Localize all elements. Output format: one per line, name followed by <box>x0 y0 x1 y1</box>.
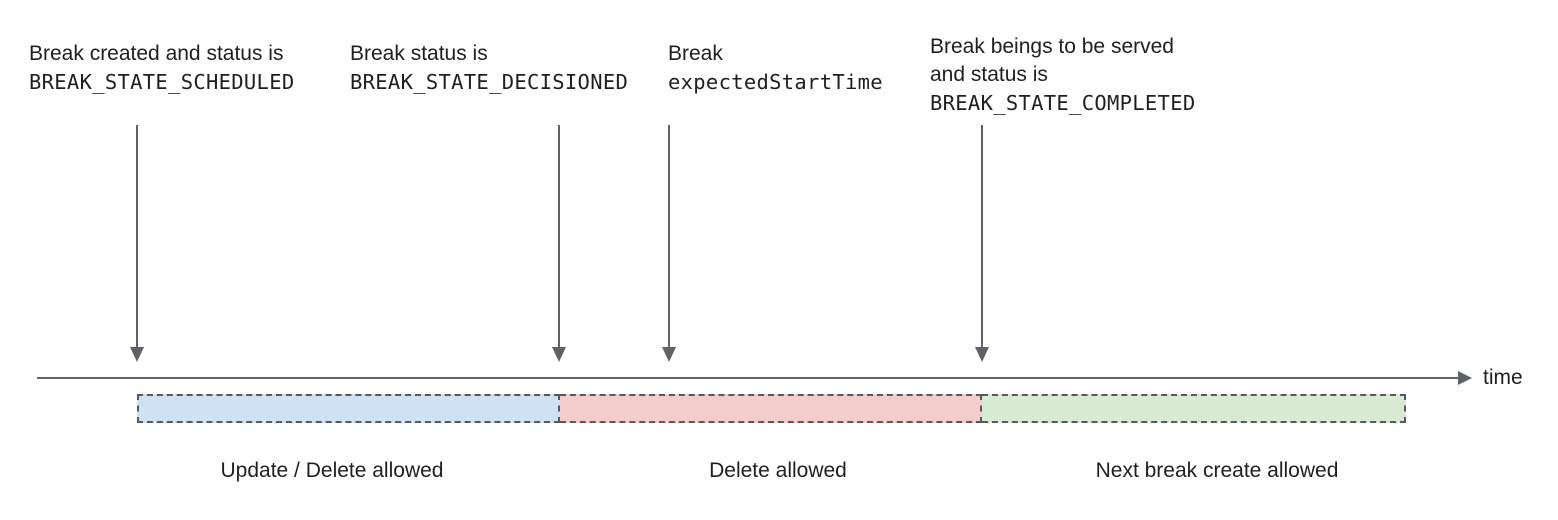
annotation-expected-start-time: Break expectedStartTime <box>668 40 883 96</box>
annotation-text: Break created and status is <box>29 42 284 65</box>
arrow-shaft <box>668 125 670 347</box>
time-axis-label: time <box>1483 366 1523 389</box>
segment-delete-allowed <box>560 394 982 423</box>
segment-caption-delete: Delete allowed <box>709 459 847 482</box>
annotation-text: Break status is <box>350 42 488 65</box>
segment-next-break-create-allowed <box>982 394 1406 423</box>
segment-caption-update-delete: Update / Delete allowed <box>220 459 444 482</box>
annotation-text: and status is <box>930 63 1048 86</box>
down-arrow-icon <box>552 125 566 362</box>
annotation-code-text: BREAK_STATE_DECISIONED <box>350 70 629 94</box>
arrow-shaft <box>558 125 560 347</box>
annotation-text: Break beings to be served <box>930 35 1174 58</box>
arrow-shaft <box>136 125 138 347</box>
annotation-code-text: BREAK_STATE_COMPLETED <box>930 91 1196 115</box>
segment-caption-next-break-create: Next break create allowed <box>1095 459 1339 482</box>
annotation-code-text: BREAK_STATE_SCHEDULED <box>29 70 295 94</box>
time-axis-arrowhead-icon <box>1458 371 1472 385</box>
annotation-code-text: expectedStartTime <box>668 70 883 94</box>
down-arrow-icon <box>662 125 676 362</box>
time-axis-line <box>37 377 1460 379</box>
down-arrow-icon <box>975 125 989 362</box>
segment-update-delete-allowed <box>137 394 560 423</box>
arrowhead-icon <box>975 347 989 362</box>
down-arrow-icon <box>130 125 144 362</box>
annotation-break-completed: Break beings to be served and status is … <box>930 33 1195 117</box>
break-phase-bar <box>137 394 1406 423</box>
annotation-break-scheduled: Break created and status is BREAK_STATE_… <box>29 40 294 96</box>
arrow-shaft <box>981 125 983 347</box>
arrowhead-icon <box>130 347 144 362</box>
arrowhead-icon <box>662 347 676 362</box>
annotation-text: Break <box>668 42 723 65</box>
annotation-break-decisioned: Break status is BREAK_STATE_DECISIONED <box>350 40 628 96</box>
arrowhead-icon <box>552 347 566 362</box>
